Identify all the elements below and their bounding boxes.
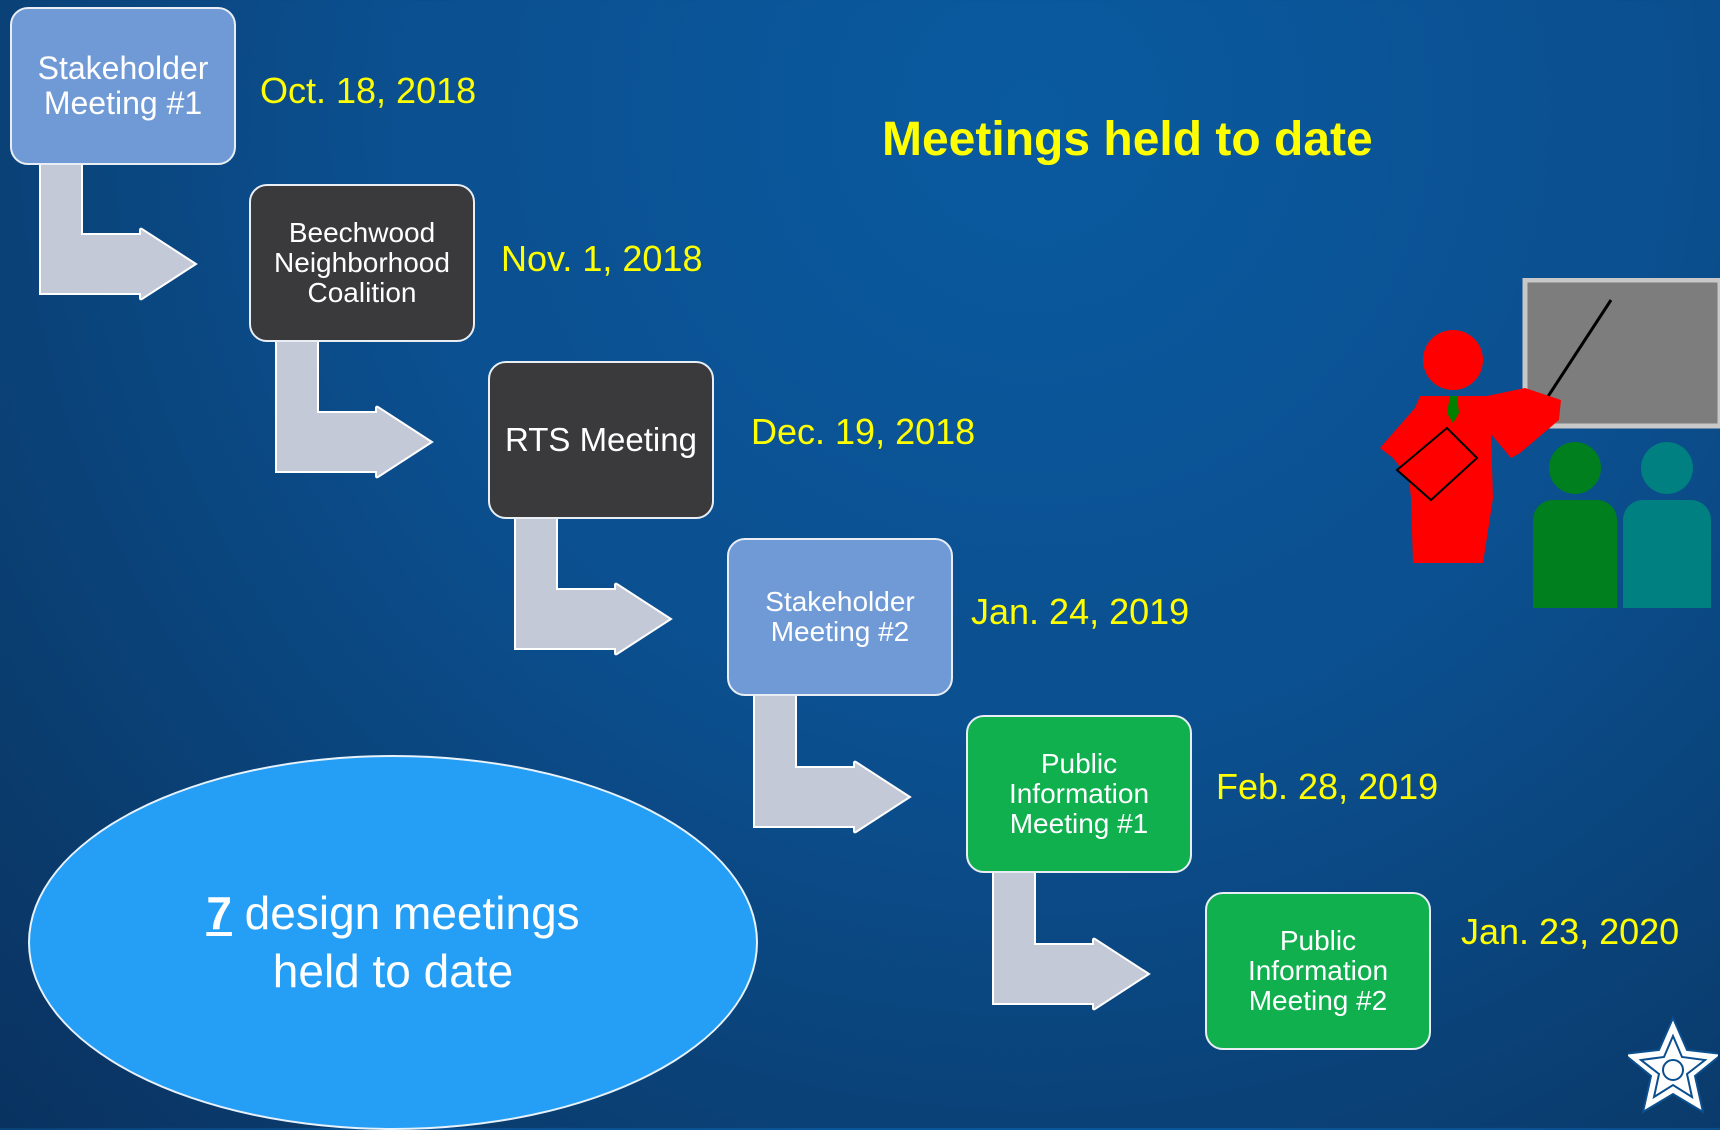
meeting-count: 7 xyxy=(206,887,232,939)
meeting-date: Feb. 28, 2019 xyxy=(1216,766,1439,807)
meeting-date: Dec. 19, 2018 xyxy=(751,411,976,452)
meeting-box-stakeholder-2: Stakeholder Meeting #2 xyxy=(727,538,953,696)
meeting-box-stakeholder-1: Stakeholder Meeting #1 xyxy=(10,7,236,165)
meeting-box-beechwood: Beechwood Neighborhood Coalition xyxy=(249,184,475,342)
meeting-date: Jan. 24, 2019 xyxy=(971,591,1190,632)
arrow-connector-4 xyxy=(753,695,912,834)
city-logo-icon xyxy=(1628,1015,1718,1115)
meeting-label: Public Information Meeting #2 xyxy=(1247,924,1389,1017)
meeting-box-public-info-2: Public Information Meeting #2 xyxy=(1205,892,1431,1050)
summary-ellipse: 7 design meetings held to date xyxy=(28,755,758,1130)
presenter-icon xyxy=(1380,278,1720,608)
arrow-connector-5 xyxy=(992,872,1151,1011)
meeting-box-rts: RTS Meeting xyxy=(488,361,714,519)
summary-line-2: held to date xyxy=(272,944,514,997)
summary-text: 7 design meetings held to date xyxy=(206,885,579,1000)
meeting-date: Jan. 23, 2020 xyxy=(1461,911,1680,952)
arrow-connector-3 xyxy=(514,517,673,656)
meeting-box-public-info-1: Public Information Meeting #1 xyxy=(966,715,1192,873)
meeting-date: Nov. 1, 2018 xyxy=(501,238,703,279)
page-title: Meetings held to date xyxy=(882,113,1373,166)
meeting-date: Oct. 18, 2018 xyxy=(260,70,477,111)
meeting-label: Public Information Meeting #1 xyxy=(1008,747,1150,840)
meeting-label: Stakeholder Meeting #2 xyxy=(765,585,915,647)
arrow-connector-1 xyxy=(39,162,198,301)
summary-line-1: design meetings xyxy=(231,887,580,939)
arrow-connector-2 xyxy=(275,340,434,479)
meeting-label: Beechwood Neighborhood Coalition xyxy=(274,216,450,309)
meeting-label: Stakeholder Meeting #1 xyxy=(37,50,209,121)
meeting-label: RTS Meeting xyxy=(505,421,697,459)
